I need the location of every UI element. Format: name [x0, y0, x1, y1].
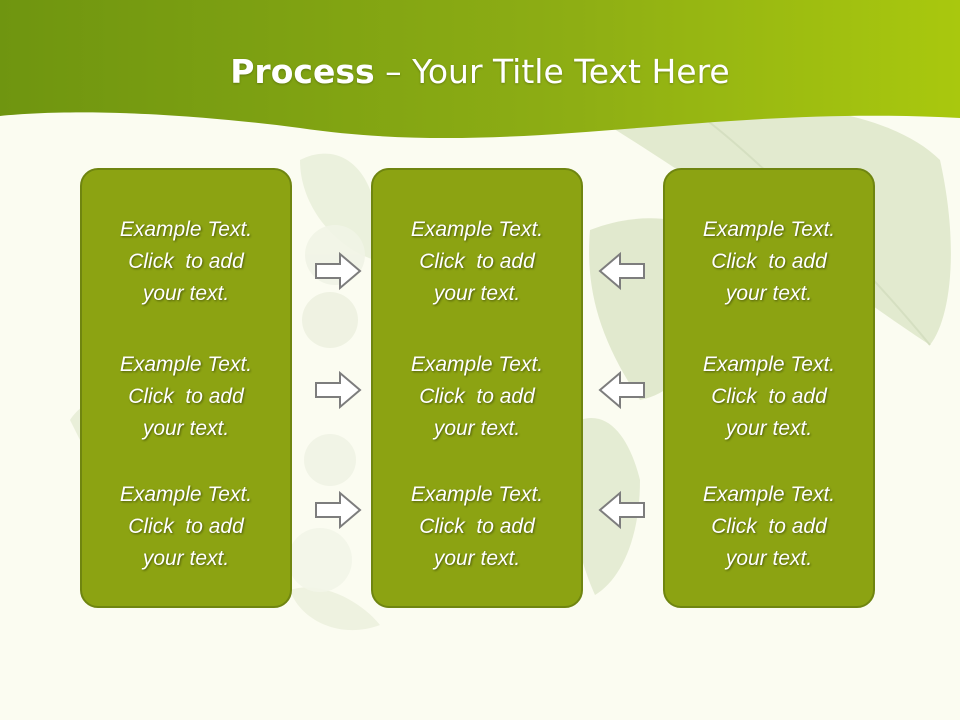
text-line: Example Text. [702, 483, 836, 506]
text-line: Click to add [711, 385, 827, 408]
text-block[interactable]: Example Text. Click to add your text. [82, 214, 290, 310]
text-line: Click to add [711, 250, 827, 273]
text-line: Example Text. [119, 218, 253, 241]
text-line: your text. [433, 282, 521, 305]
left-arrow-icon [598, 251, 645, 291]
right-arrow-icon [315, 251, 362, 291]
text-line: Click to add [711, 515, 827, 538]
text-line: Example Text. [410, 483, 544, 506]
text-line: Click to add [419, 250, 535, 273]
text-line: your text. [142, 547, 230, 570]
process-box-center[interactable]: Example Text. Click to add your text. Ex… [371, 168, 583, 608]
text-line: your text. [142, 282, 230, 305]
text-line: your text. [433, 547, 521, 570]
text-block[interactable]: Example Text. Click to add your text. [82, 349, 290, 445]
text-line: Example Text. [702, 218, 836, 241]
text-line: Example Text. [702, 353, 836, 376]
text-line: your text. [725, 547, 813, 570]
text-block[interactable]: Example Text. Click to add your text. [665, 479, 873, 575]
page-title: Process – Your Title Text Here [0, 52, 960, 91]
text-block[interactable]: Example Text. Click to add your text. [82, 479, 290, 575]
text-block[interactable]: Example Text. Click to add your text. [373, 479, 581, 575]
title-rest: – Your Title Text Here [374, 52, 730, 91]
text-line: Click to add [419, 385, 535, 408]
left-arrow-icon [598, 370, 645, 410]
text-block[interactable]: Example Text. Click to add your text. [373, 214, 581, 310]
text-line: your text. [142, 417, 230, 440]
text-block[interactable]: Example Text. Click to add your text. [373, 349, 581, 445]
text-line: your text. [433, 417, 521, 440]
left-arrow-icon [598, 490, 645, 530]
text-line: Click to add [128, 515, 244, 538]
text-line: your text. [725, 282, 813, 305]
process-box-left[interactable]: Example Text. Click to add your text. Ex… [80, 168, 292, 608]
process-box-right[interactable]: Example Text. Click to add your text. Ex… [663, 168, 875, 608]
text-block[interactable]: Example Text. Click to add your text. [665, 214, 873, 310]
text-block[interactable]: Example Text. Click to add your text. [665, 349, 873, 445]
text-line: Example Text. [410, 353, 544, 376]
title-bold: Process [230, 52, 375, 91]
text-line: Example Text. [119, 483, 253, 506]
text-line: Click to add [128, 250, 244, 273]
text-line: Click to add [128, 385, 244, 408]
right-arrow-icon [315, 490, 362, 530]
right-arrow-icon [315, 370, 362, 410]
text-line: Example Text. [119, 353, 253, 376]
text-line: Click to add [419, 515, 535, 538]
header-band [0, 0, 960, 139]
text-line: your text. [725, 417, 813, 440]
text-line: Example Text. [410, 218, 544, 241]
